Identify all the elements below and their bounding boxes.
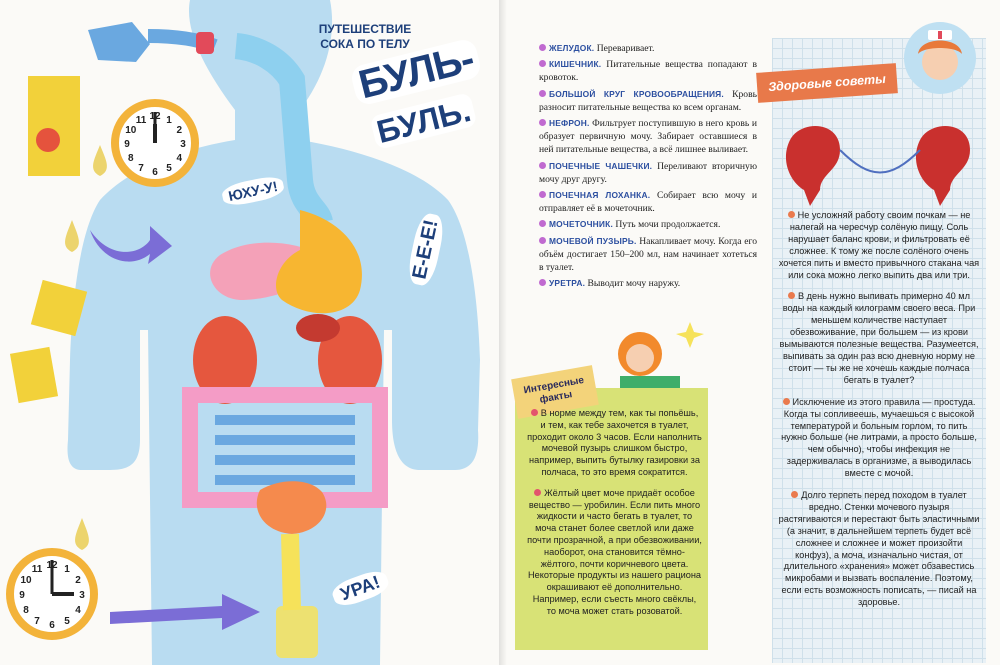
health-paragraph: Исключение из этого правила — простуда. … bbox=[781, 396, 977, 479]
organ-item: ЖЕЛУДОК. Переваривает. bbox=[539, 42, 757, 55]
drop-1 bbox=[93, 145, 107, 176]
fact-paragraph: В норме между тем, как ты попьёшь, и тем… bbox=[527, 408, 702, 477]
organ-item: МОЧЕВОЙ ПУЗЫРЬ. Накапливает мочу. Когда … bbox=[539, 235, 757, 274]
organ-item: КИШЕЧНИК. Питательные вещества попадают … bbox=[539, 59, 757, 84]
clock-number: 5 bbox=[166, 163, 172, 174]
clock-number: 4 bbox=[75, 605, 81, 616]
kidneys-phone-illustration bbox=[785, 126, 970, 206]
health-text: Не усложняй работу своим почкам — не нал… bbox=[778, 210, 980, 619]
cup bbox=[276, 606, 318, 658]
clock-number: 11 bbox=[32, 564, 43, 575]
clock-number: 3 bbox=[79, 590, 85, 601]
kidney-left bbox=[193, 316, 257, 404]
clock-number: 1 bbox=[166, 115, 172, 126]
clock-number: 5 bbox=[64, 616, 70, 627]
title-line-2: СОКА ПО ТЕЛУ bbox=[320, 37, 410, 51]
clock-number: 10 bbox=[20, 575, 32, 586]
girl-face bbox=[626, 344, 654, 372]
kidney-character-left bbox=[785, 126, 840, 206]
stomach bbox=[276, 210, 362, 314]
phone-cord bbox=[839, 149, 921, 174]
clock-number: 6 bbox=[152, 167, 158, 178]
fact-paragraph: Жёлтый цвет моче придаёт особое вещество… bbox=[527, 487, 702, 616]
clock-number: 9 bbox=[124, 139, 130, 150]
drop-2 bbox=[65, 220, 79, 252]
title-line-1: ПУТЕШЕСТВИЕ bbox=[318, 22, 412, 36]
urethra bbox=[281, 533, 301, 611]
clock-number: 10 bbox=[125, 125, 137, 136]
clock-number: 2 bbox=[75, 575, 81, 586]
kidney-character-right bbox=[915, 126, 970, 206]
health-paragraph: Не усложняй работу своим почкам — не нал… bbox=[778, 210, 980, 280]
clock-number: 7 bbox=[138, 163, 144, 174]
funnel bbox=[88, 22, 150, 62]
organs-list: ЖЕЛУДОК. Переваривает. КИШЕЧНИК. Питател… bbox=[539, 42, 757, 293]
organ-item: ПОЧЕЧНЫЕ ЧАШЕЧКИ. Переливают вторичную м… bbox=[539, 160, 757, 185]
clock-number: 11 bbox=[136, 115, 147, 126]
kidney-right bbox=[318, 316, 382, 404]
clock-number: 7 bbox=[34, 616, 40, 627]
esophagus bbox=[234, 33, 333, 226]
bladder bbox=[256, 481, 327, 534]
organ-item: БОЛЬШОЙ КРУГ КРОВООБРАЩЕНИЯ. Кровь разно… bbox=[539, 88, 758, 113]
nurse-face bbox=[922, 44, 958, 80]
girl-reading-illustration bbox=[618, 322, 704, 390]
nurse-hair bbox=[918, 40, 962, 54]
body-silhouette bbox=[67, 0, 480, 665]
organ-item: ПОЧЕЧНАЯ ЛОХАНКА. Собирает всю мочу и от… bbox=[539, 190, 757, 215]
health-paragraph: Долго терпеть перед походом в туалет вре… bbox=[778, 490, 980, 608]
arrow-purple-top bbox=[90, 226, 172, 264]
sparkle-icon bbox=[676, 322, 704, 348]
juice-box bbox=[28, 76, 80, 176]
facts-panel bbox=[515, 388, 708, 650]
wrapper-1 bbox=[30, 279, 88, 337]
organ-item: НЕФРОН. Фильтрует поступившую в него кро… bbox=[539, 118, 757, 156]
clock-number: 9 bbox=[19, 590, 25, 601]
drop-3 bbox=[75, 518, 89, 550]
clock-number: 12 bbox=[149, 111, 161, 122]
book-spine bbox=[499, 0, 507, 665]
clock-number: 1 bbox=[64, 564, 70, 575]
nurse-illustration bbox=[904, 22, 976, 94]
health-paragraph: В день нужно выпивать примерно 40 мл вод… bbox=[779, 291, 979, 385]
clock-number: 4 bbox=[176, 153, 182, 164]
wrapper-2 bbox=[9, 346, 59, 404]
clock-number: 8 bbox=[128, 153, 134, 164]
facts-text: В норме между тем, как ты попьёшь, и тем… bbox=[527, 408, 702, 627]
clock-number: 12 bbox=[46, 560, 58, 571]
illustration-title: ПУТЕШЕСТВИЕ СОКА ПО ТЕЛУ bbox=[310, 22, 420, 52]
tube-clip bbox=[196, 32, 214, 54]
organ-item: МОЧЕТОЧНИК. Путь мочи продолжается. bbox=[539, 218, 757, 231]
clock-number: 6 bbox=[49, 620, 55, 631]
clock-number: 8 bbox=[23, 605, 29, 616]
arrow-purple-bottom bbox=[110, 594, 260, 630]
book-stack bbox=[620, 376, 680, 390]
cross-icon bbox=[938, 31, 942, 39]
spleen bbox=[296, 314, 340, 342]
organ-item: УРЕТРА. Выводит мочу наружу. bbox=[539, 277, 757, 290]
apple-on-box bbox=[36, 128, 60, 152]
clock-number: 2 bbox=[176, 125, 182, 136]
intestines bbox=[182, 387, 388, 508]
small-intestine bbox=[215, 415, 355, 485]
clock-number: 3 bbox=[180, 139, 186, 150]
